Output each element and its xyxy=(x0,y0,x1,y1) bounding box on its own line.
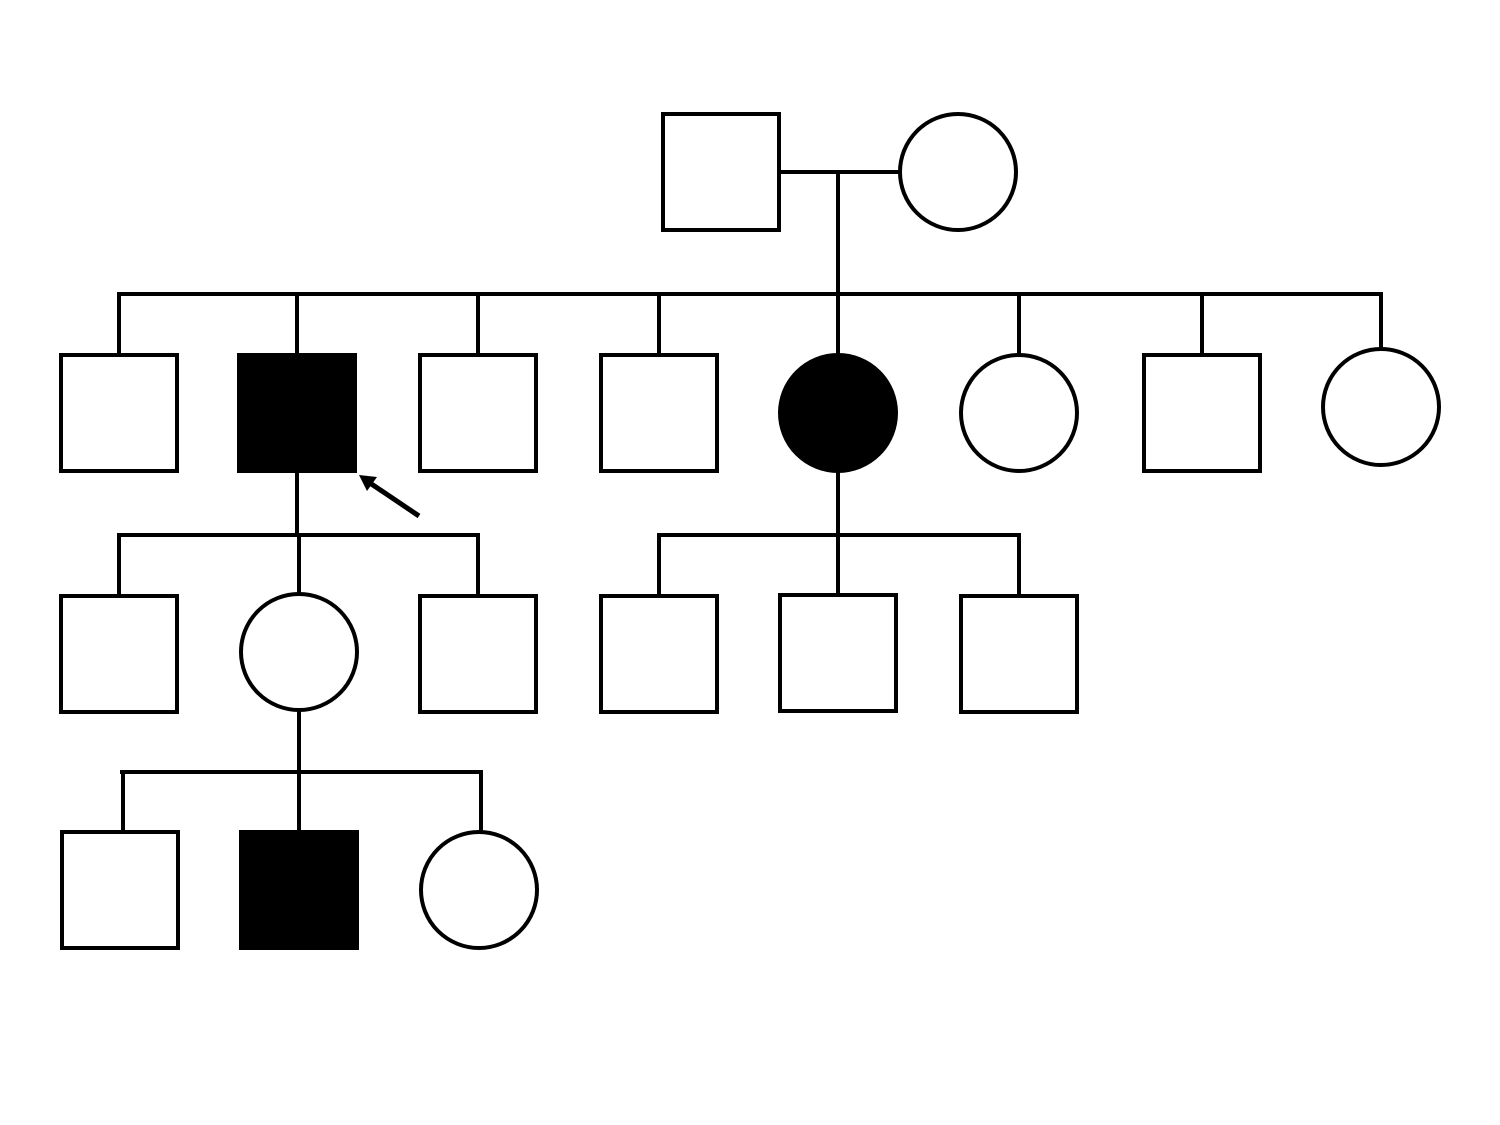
proband-arrow-icon xyxy=(359,475,421,519)
unaffected-male-g3-5 xyxy=(778,593,898,713)
unaffected-male-g2-7 xyxy=(1142,353,1262,473)
unaffected-female-g3-2 xyxy=(239,592,359,712)
pedigree-symbols xyxy=(59,112,1441,950)
unaffected-female-g1-mother xyxy=(898,112,1018,232)
unaffected-female-g2-8 xyxy=(1321,347,1441,467)
unaffected-male-g3-3 xyxy=(418,594,538,714)
unaffected-male-g2-4 xyxy=(599,353,719,473)
unaffected-male-g3-1 xyxy=(59,594,179,714)
unaffected-male-g2-3 xyxy=(418,353,538,473)
unaffected-male-g2-1 xyxy=(59,353,179,473)
affected-male-g4-2 xyxy=(239,830,359,950)
affected-male-g2-2 xyxy=(237,353,357,473)
unaffected-male-g1-father xyxy=(661,112,781,232)
pedigree-marks xyxy=(359,475,421,519)
unaffected-female-g2-6 xyxy=(959,353,1079,473)
affected-female-g2-5 xyxy=(778,353,898,473)
unaffected-male-g4-1 xyxy=(60,830,180,950)
pedigree-lines xyxy=(117,170,1383,834)
unaffected-female-g4-3 xyxy=(419,830,539,950)
unaffected-male-g3-6 xyxy=(959,594,1079,714)
unaffected-male-g3-4 xyxy=(599,594,719,714)
